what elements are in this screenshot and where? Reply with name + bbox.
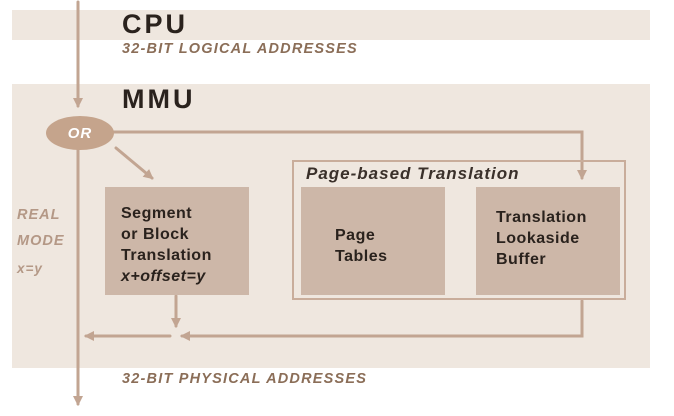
real-mode-label-line1: REAL [17, 207, 61, 223]
logical-addresses-label: 32-BIT LOGICAL ADDRESSES [122, 41, 358, 57]
segment-box-line2: or Block [121, 226, 190, 243]
page-based-translation-heading: Page-based Translation [306, 164, 520, 183]
physical-addresses-label: 32-BIT PHYSICAL ADDRESSES [122, 371, 368, 387]
mmu-title: MMU [122, 84, 196, 114]
page-tables-line1: Page [335, 227, 376, 244]
real-mode-label-line2: MODE [17, 233, 65, 249]
segment-translation-box: Segment or Block Translation x+offset=y [105, 187, 249, 295]
tlb-line1: Translation [496, 209, 587, 226]
real-mode-equation: x=y [17, 261, 43, 276]
cpu-title: CPU [122, 9, 189, 39]
segment-formula: x+offset=y [121, 268, 206, 285]
tlb-return-arrow [180, 299, 584, 341]
or-node: OR [46, 116, 114, 150]
page-tables-box: Page Tables [301, 187, 445, 295]
page-tables-line2: Tables [335, 248, 388, 265]
segment-box-line3: Translation [121, 247, 212, 264]
or-to-tlb-arrow [112, 130, 587, 180]
cpu-band [12, 10, 650, 40]
tlb-line3: Buffer [496, 251, 547, 268]
or-label: OR [67, 124, 93, 142]
page-based-translation-frame [292, 160, 626, 300]
tlb-box: Translation Lookaside Buffer [476, 187, 620, 295]
segment-box-line1: Segment [121, 205, 193, 222]
tlb-line2: Lookaside [496, 230, 580, 247]
or-to-segment-arrow [114, 146, 154, 180]
